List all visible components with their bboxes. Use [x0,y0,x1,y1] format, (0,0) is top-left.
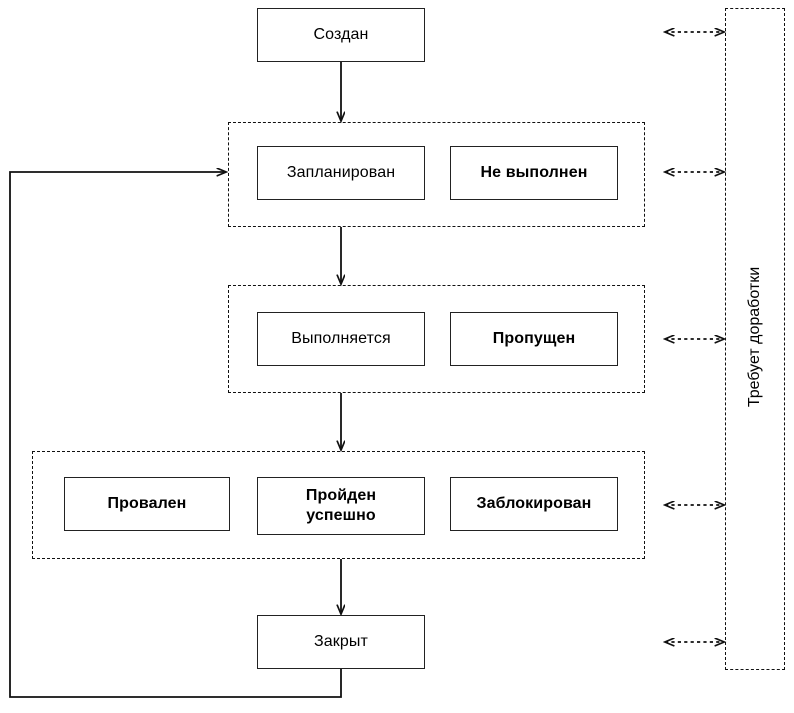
state-box-passed[interactable]: Пройден успешно [257,477,425,535]
state-label: Запланирован [286,164,396,182]
state-label: Пройден успешно [305,487,377,524]
state-label: Провален [107,495,187,513]
state-label: Закрыт [314,633,368,651]
state-box-failed[interactable]: Провален [64,477,230,531]
state-box-not_done[interactable]: Не выполнен [450,146,618,200]
state-label: Не выполнен [480,164,588,182]
state-label: Заблокирован [476,495,592,513]
state-box-closed[interactable]: Закрыт [257,615,425,669]
state-box-skipped[interactable]: Пропущен [450,312,618,366]
state-box-created[interactable]: Создан [257,8,425,62]
state-label: Создан [313,26,369,44]
state-box-blocked[interactable]: Заблокирован [450,477,618,531]
state-label: Выполняется [291,330,391,348]
state-box-planned[interactable]: Запланирован [257,146,425,200]
state-box-running[interactable]: Выполняется [257,312,425,366]
state-label: Пропущен [492,330,576,348]
rework-label: Требует доработки [746,266,763,408]
